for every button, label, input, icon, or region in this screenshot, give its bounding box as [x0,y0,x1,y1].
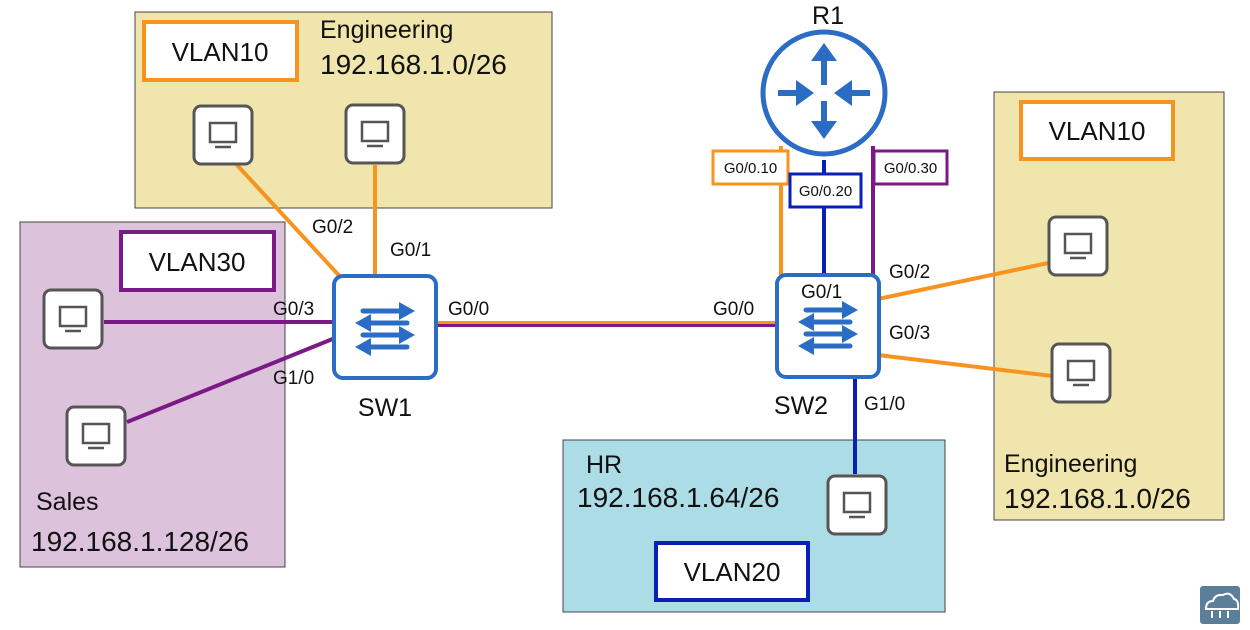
pc-icon [192,104,254,166]
vlan30-label: VLAN30 [149,247,246,277]
vlan20-label: VLAN20 [684,557,781,587]
pc-icon [42,288,104,350]
vlan10-label-left: VLAN10 [172,37,269,67]
hr-zone: VLAN20 HR 192.168.1.64/26 [562,439,946,613]
switch-sw1: SW1 [334,276,436,422]
port-label-sw1-g1-0: G1/0 [273,368,314,389]
port-label-sw2-g0-0: G0/0 [713,299,754,320]
switch-icon [334,276,436,378]
port-label-sw2-g0-3: G0/3 [889,323,930,344]
engineering-zone-right: VLAN10 Engineering 192.168.1.0/26 [993,91,1225,521]
engineering-zone-name-right: Engineering [1004,450,1137,478]
engineering-zone-name-left: Engineering [320,16,453,44]
port-label-sw1-g0-3: G0/3 [273,299,314,320]
link-sw2-g0-2 [877,261,1049,301]
subinterface-box-vlan30 [872,149,949,186]
router-r1: R1 [760,2,888,157]
links [104,146,1053,474]
subinterface-label-vlan30: G0/0.30 [884,160,937,177]
hr-zone-name: HR [586,451,622,479]
port-label-sw2-g0-2: G0/2 [889,262,930,283]
sales-zone: VLAN30 Sales 192.168.1.128/26 [19,221,286,568]
link-sw1-g0-2 [235,163,347,284]
vlan10-label-box-left [142,20,299,82]
vlan20-label-box [654,541,810,602]
sales-zone-name: Sales [36,488,99,516]
subinterface-label-vlan20: G0/0.20 [799,183,852,200]
switch-name-sw1: SW1 [358,394,412,422]
port-label-sw1-g0-1: G0/1 [390,240,431,261]
pc-icon [1047,215,1109,277]
sales-subnet: 192.168.1.128/26 [31,526,249,557]
pc-icon [826,474,888,536]
pc-icon [344,103,406,165]
port-label-sw2-g1-0: G1/0 [864,394,905,415]
pc-icon [65,405,127,467]
port-label-sw2-g0-1: G0/1 [801,282,842,303]
port-label-sw1-g0-2: G0/2 [312,217,353,238]
cloud-logo-icon [1200,586,1240,624]
vlan10-label-right: VLAN10 [1049,116,1146,146]
subinterface-box-vlan10 [711,149,790,186]
hr-subnet: 192.168.1.64/26 [577,482,779,513]
router-icon [760,29,888,157]
engineering-subnet-left: 192.168.1.0/26 [320,49,507,80]
link-sw1-g1-0 [126,334,341,424]
subinterface-label-vlan10: G0/0.10 [724,160,777,177]
vlan30-label-box [119,230,276,292]
vlan10-label-box-right [1019,100,1175,161]
pc-icon [1050,342,1112,404]
switch-name-sw2: SW2 [774,392,828,420]
port-label-sw1-g0-0: G0/0 [448,299,489,320]
switch-sw2: SW2 [774,275,879,420]
link-sw2-g0-3 [877,353,1053,378]
router-name: R1 [812,2,844,30]
engineering-subnet-right: 192.168.1.0/26 [1004,483,1191,514]
subinterface-box-vlan20 [788,172,863,209]
engineering-zone-left: VLAN10 Engineering 192.168.1.0/26 [134,11,553,209]
